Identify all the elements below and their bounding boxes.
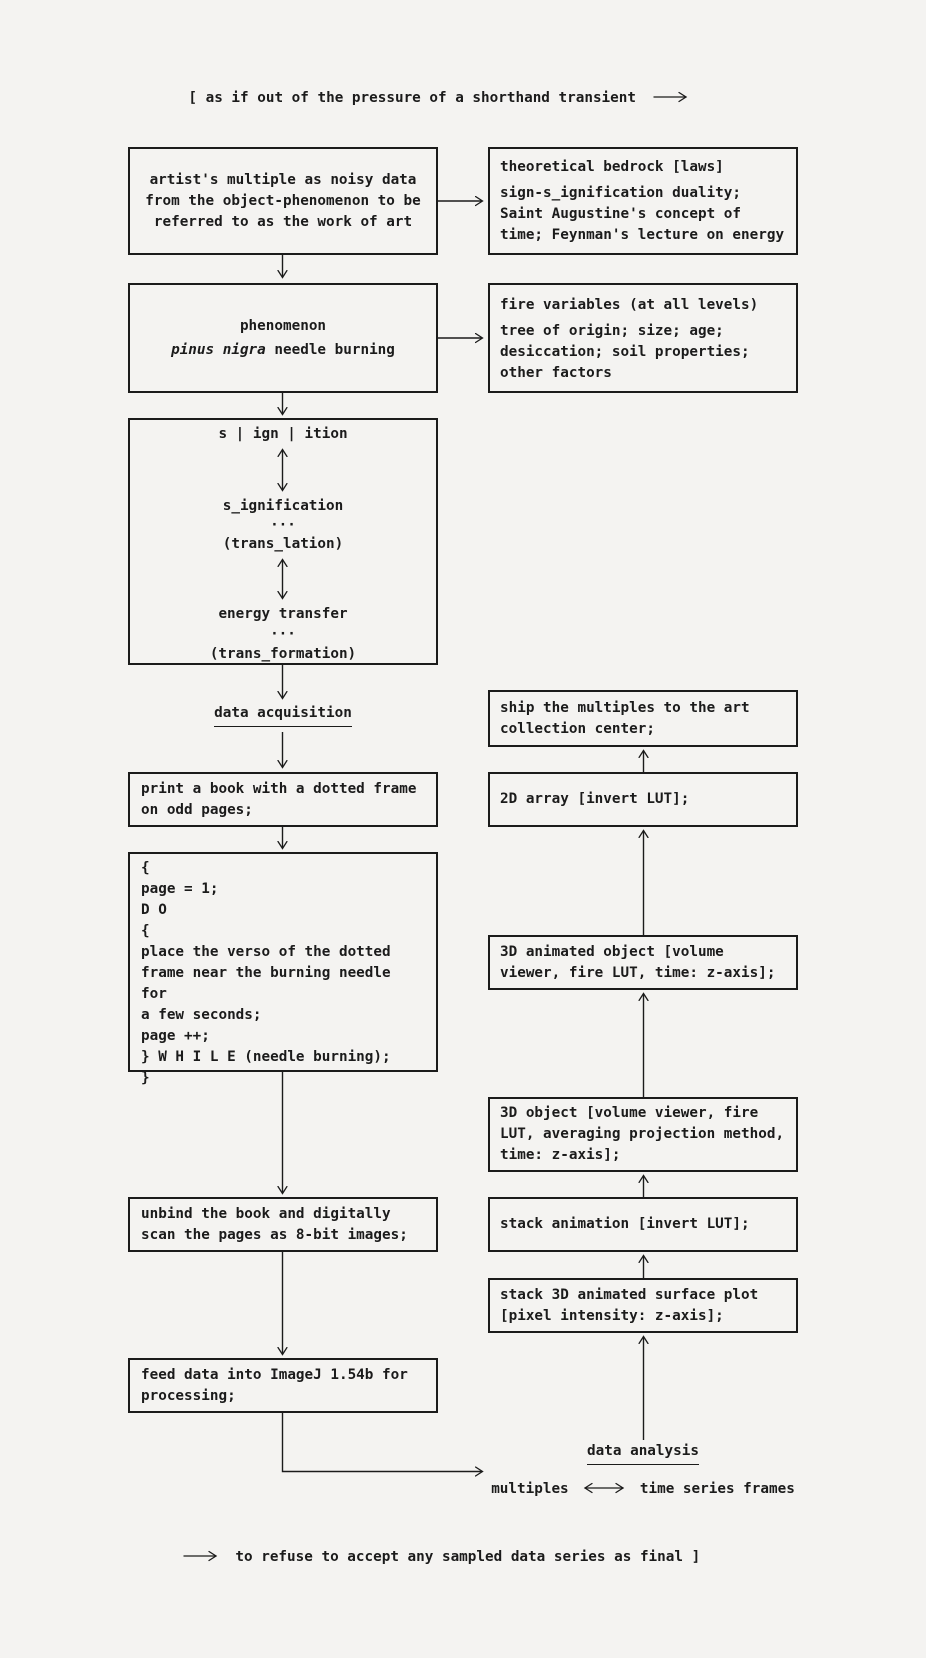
long-right-arrow-icon — [183, 1550, 217, 1562]
box-unbind-scan: unbind the book and digitally scan the p… — [128, 1197, 438, 1252]
box-theoretical-bedrock: theoretical bedrock [laws] sign-s_ignifi… — [488, 147, 798, 255]
3d-object-text: 3D object [volume viewer, fire LUT, aver… — [500, 1105, 785, 1163]
species-name: pinus nigra — [171, 341, 266, 358]
box-code-loop: { page = 1; D O { place the verso of the… — [128, 852, 438, 1086]
box-2d-array: 2D array [invert LUT]; — [488, 772, 798, 827]
data-acquisition-label: data acquisition — [214, 703, 352, 727]
phenomenon-species-line: pinus nigra needle burning — [171, 340, 395, 361]
multiples-frames-line: multiples time series frames — [488, 1479, 798, 1500]
artists-multiple-text: artist's multiple as noisy data from the… — [145, 171, 421, 230]
2d-array-text: 2D array [invert LUT]; — [500, 791, 690, 807]
bedrock-body: sign-s_ignification duality; Saint Augus… — [500, 185, 785, 243]
heading-data-acquisition: data acquisition — [128, 703, 438, 727]
header-line: [ as if out of the pressure of a shortha… — [0, 88, 878, 109]
feed-imagej-text: feed data into ImageJ 1.54b for processi… — [141, 1366, 408, 1404]
box-fire-variables: fire variables (at all levels) tree of o… — [488, 283, 798, 393]
data-analysis-label: data analysis — [587, 1441, 699, 1465]
ship-multiples-text: ship the multiples to the art collection… — [500, 699, 750, 737]
box-3d-animated-object: 3D animated object [volume viewer, fire … — [488, 935, 798, 990]
3d-animated-object-text: 3D animated object [volume viewer, fire … — [500, 943, 776, 981]
bedrock-title: theoretical bedrock [laws] — [500, 159, 724, 175]
long-right-arrow-icon — [652, 91, 687, 103]
footer-line: to refuse to accept any sampled data ser… — [0, 1547, 882, 1568]
box-phenomenon: phenomenon pinus nigra needle burning — [128, 283, 438, 393]
signition-mid-text: s_ignification ··· (trans_lation) — [222, 498, 344, 552]
box-3d-object: 3D object [volume viewer, fire LUT, aver… — [488, 1097, 798, 1172]
print-book-text: print a book with a dotted frame on odd … — [141, 780, 417, 818]
stack-animation-text: stack animation [invert LUT]; — [500, 1216, 750, 1232]
header-text: [ as if out of the pressure of a shortha… — [188, 90, 636, 106]
time-series-label: time series frames — [639, 1481, 795, 1497]
box-ship-multiples: ship the multiples to the art collection… — [488, 690, 798, 747]
stack-surface-plot-text: stack 3D animated surface plot [pixel in… — [500, 1286, 759, 1324]
box-signition: s | ign | ition s_ignification ··· (tran… — [128, 418, 438, 665]
box-print-book: print a book with a dotted frame on odd … — [128, 772, 438, 827]
fire-variables-title: fire variables (at all levels) — [500, 297, 759, 313]
box-feed-imagej: feed data into ImageJ 1.54b for processi… — [128, 1358, 438, 1413]
signition-bottom-text: energy transfer ··· (trans_formation) — [209, 606, 357, 662]
species-rest: needle burning — [265, 341, 395, 358]
box-stack-animation: stack animation [invert LUT]; — [488, 1197, 798, 1252]
phenomenon-label: phenomenon — [239, 317, 327, 334]
code-loop-text: { page = 1; D O { place the verso of the… — [141, 860, 391, 1086]
unbind-scan-text: unbind the book and digitally scan the p… — [141, 1205, 408, 1243]
heading-data-analysis: data analysis — [488, 1441, 798, 1465]
footer-text: to refuse to accept any sampled data ser… — [235, 1549, 701, 1565]
fire-variables-body: tree of origin; size; age; desiccation; … — [500, 323, 750, 381]
box-stack-surface-plot: stack 3D animated surface plot [pixel in… — [488, 1278, 798, 1333]
long-left-right-arrow-icon — [584, 1482, 625, 1494]
signition-top-text: s | ign | ition — [218, 426, 348, 442]
box-artists-multiple: artist's multiple as noisy data from the… — [128, 147, 438, 255]
arrow-feed-to-multiples-elbow — [281, 1413, 483, 1472]
multiples-label: multiples — [491, 1481, 569, 1497]
